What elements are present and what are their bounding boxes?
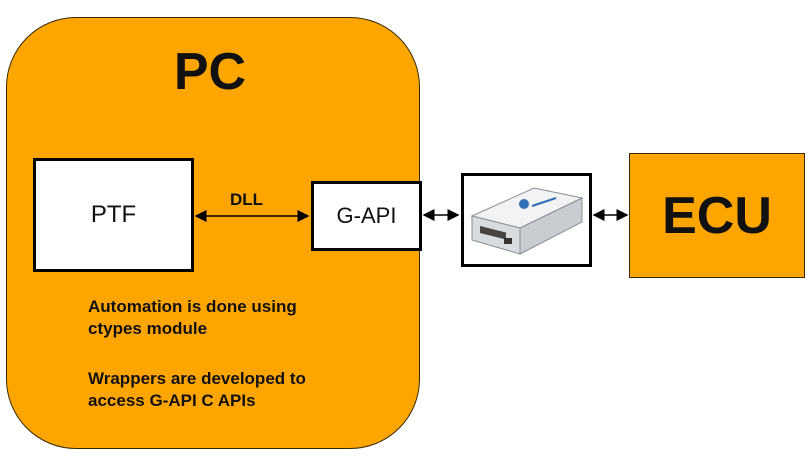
pc-title: PC: [173, 43, 247, 101]
gapi-box: G-API: [311, 181, 422, 251]
ptf-label: PTF: [90, 201, 137, 228]
note-line-4: access G-API C APIs: [88, 391, 256, 410]
note-line-2: ctypes module: [88, 319, 208, 338]
note-line-1: Automation is done using: [88, 297, 297, 316]
ecu-box: ECU: [629, 153, 805, 278]
dll-label: DLL: [230, 190, 264, 209]
interface-device-image: [470, 187, 584, 255]
note-line-3: Wrappers are developed to: [88, 369, 306, 388]
note-automation: Automation is done using ctypes module: [88, 296, 297, 340]
gapi-label: G-API: [336, 203, 397, 228]
note-wrappers: Wrappers are developed to access G-API C…: [88, 368, 306, 412]
interface-device-box: [461, 173, 592, 267]
ptf-box: PTF: [33, 158, 194, 272]
device-logo-icon: [519, 199, 529, 209]
ecu-label: ECU: [662, 186, 772, 245]
